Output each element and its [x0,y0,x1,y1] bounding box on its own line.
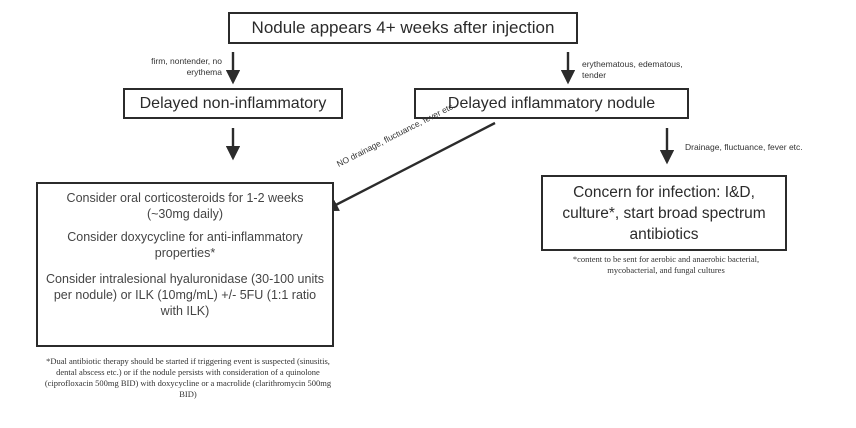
infection-label: Concern for infection: I&D, culture*, st… [562,183,766,243]
treatment-item-doxycycline: Consider doxycycline for anti-inflammato… [67,230,303,260]
start-node-label: Nodule appears 4+ weeks after injection [251,18,555,37]
edge-label-erythematous: erythematous, edematous, tender [582,59,683,80]
edge-label-firm: firm, nontender, no erythema [151,56,222,77]
infection-node: Concern for infection: I&D, culture*, st… [541,175,787,251]
inflammatory-label: Delayed inflammatory nodule [447,94,656,112]
edge-label-drainage: Drainage, fluctuance, fever etc. [685,142,803,152]
treatment-node: Consider oral corticosteroids for 1-2 we… [36,182,334,347]
non-inflammatory-label: Delayed non-inflammatory [139,94,327,112]
inflammatory-node: Delayed inflammatory nodule [414,88,689,119]
arrow-inflammatory-to-treatment [323,121,496,212]
non-inflammatory-node: Delayed non-inflammatory [123,88,343,119]
treatment-item-steroids: Consider oral corticosteroids for 1-2 we… [66,191,304,221]
start-node: Nodule appears 4+ weeks after injection [228,12,578,44]
treatment-footnote: *Dual antibiotic therapy should be start… [44,356,332,399]
infection-footnote: *content to be sent for aerobic and anae… [572,254,760,275]
treatment-item-injection: Consider intralesional hyaluronidase (30… [46,272,324,318]
